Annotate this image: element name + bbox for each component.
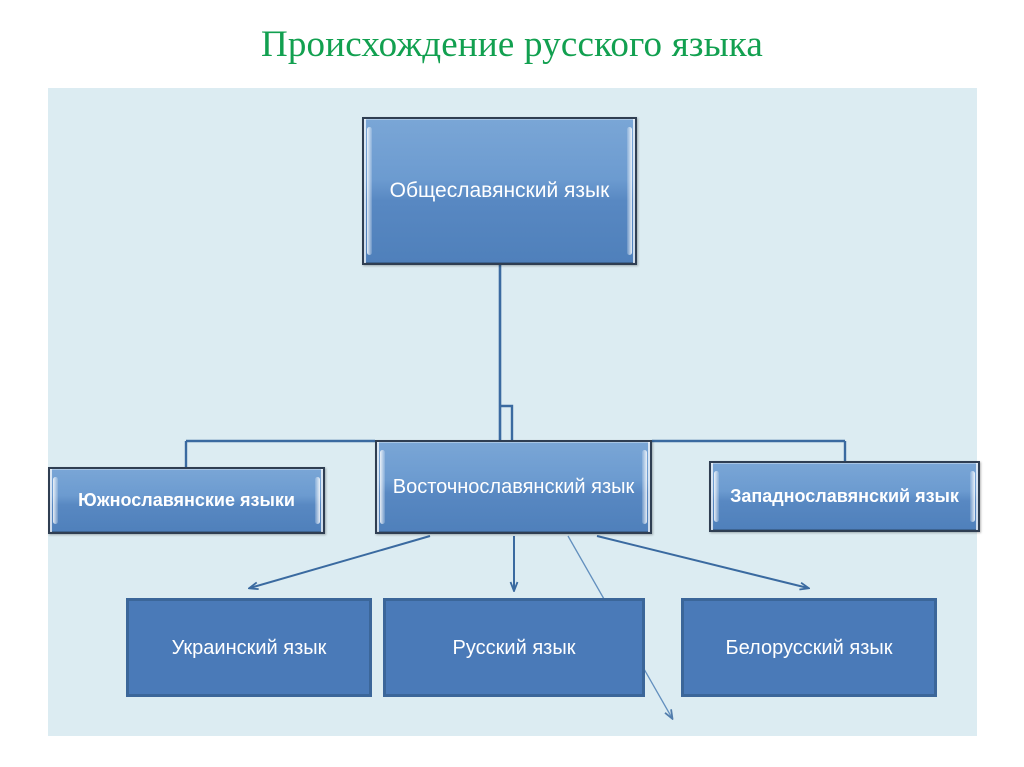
page-title: Происхождение русского языка xyxy=(260,24,764,65)
node-russian-label: Русский язык xyxy=(452,636,576,659)
node-russian[interactable]: Русский язык xyxy=(383,598,645,697)
node-common-slavic-label: Общеславянский язык xyxy=(389,179,610,202)
node-west-slavic[interactable]: Западнославянский язык xyxy=(709,461,980,532)
node-south-slavic-label: Южнославянские языки xyxy=(78,490,295,510)
node-south-slavic[interactable]: Южнославянские языки xyxy=(48,467,325,534)
node-belarusian-label: Белорусский язык xyxy=(725,636,893,659)
node-ukrainian[interactable]: Украинский язык xyxy=(126,598,372,697)
node-belarusian[interactable]: Белорусский язык xyxy=(681,598,937,697)
node-east-slavic[interactable]: Восточнославянский язык xyxy=(375,440,652,534)
node-east-slavic-label: Восточнославянский язык xyxy=(392,475,635,498)
node-west-slavic-label: Западнославянский язык xyxy=(730,486,959,506)
node-common-slavic[interactable]: Общеславянский язык xyxy=(362,117,637,265)
node-ukrainian-label: Украинский язык xyxy=(171,636,327,659)
